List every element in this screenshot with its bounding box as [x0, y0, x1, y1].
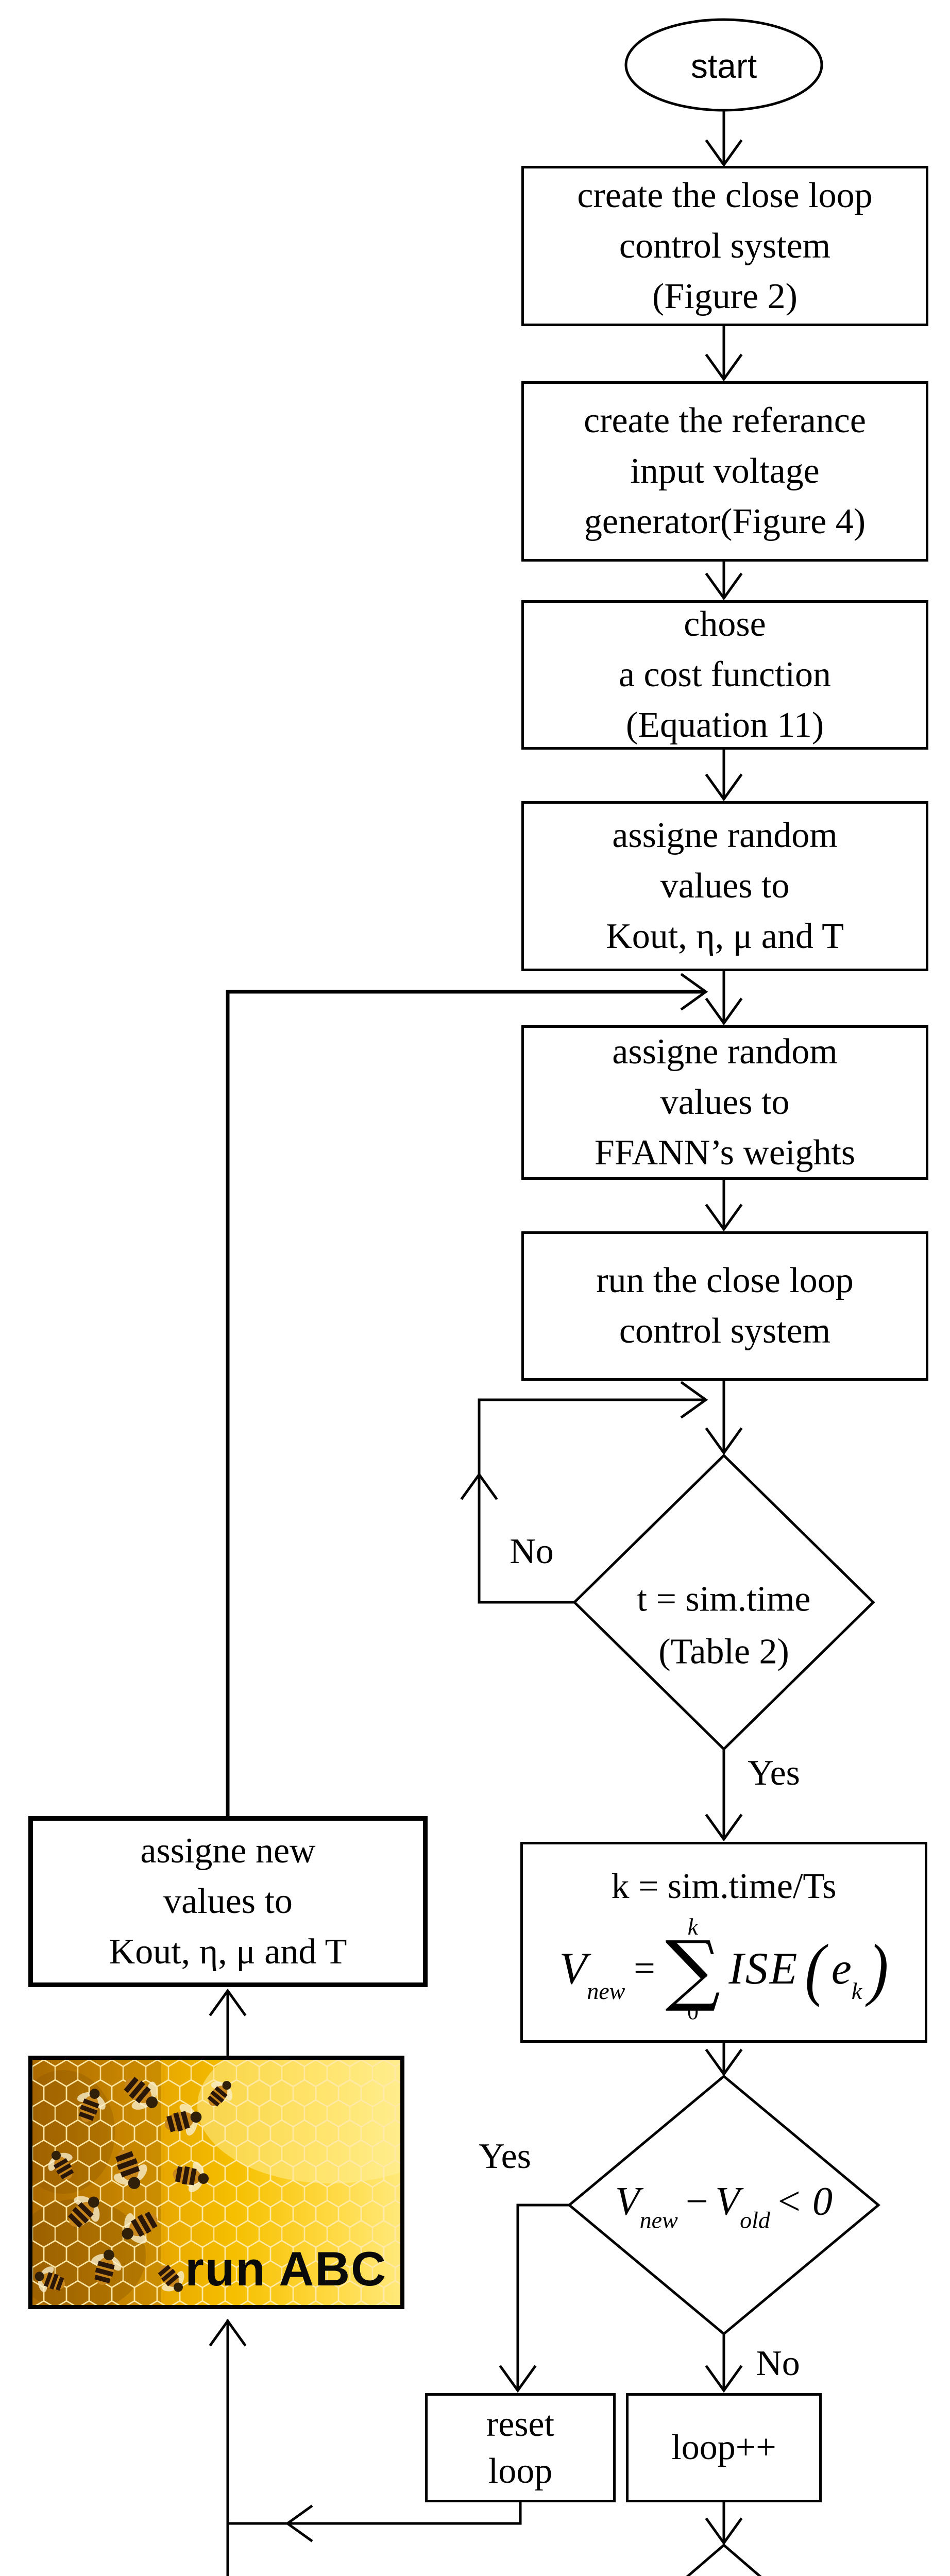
comparison: < 0 [775, 2178, 833, 2224]
no-label-improvement: No [756, 2344, 800, 2383]
process-assign-new-values: assigne new values to Kout, η, μ and T [28, 1816, 428, 1987]
text-line: assigne new [140, 1831, 316, 1871]
yes-label-sim-time: Yes [748, 1753, 800, 1793]
text-line: a cost function [618, 655, 832, 694]
summation-symbol: k ∑ 0 [665, 1915, 720, 2023]
open-paren: ( [805, 1929, 825, 2008]
text-line: values to [660, 1082, 790, 1122]
process-assign-random-kout: assigne random values to Kout, η, μ and … [521, 801, 928, 971]
start-terminator-shape [624, 18, 823, 112]
text-line: input voltage [630, 451, 820, 491]
bee-image: run ABC [28, 2056, 404, 2309]
text-line: Kout, η, μ and T [606, 917, 844, 956]
process-create-close-loop-system: create the close loop control system (Fi… [521, 166, 928, 326]
text-line: (Figure 2) [652, 276, 798, 316]
text-line: assigne random [612, 1032, 838, 1072]
text-line: k = sim.time/Ts [611, 1867, 837, 1906]
process-compute-cost: k = sim.time/Ts Vnew = k ∑ 0 ISE ( ek ) [520, 1842, 927, 2043]
text-line: chose [684, 604, 766, 644]
yes-label-improvement: Yes [479, 2137, 531, 2176]
equation-equals: = [631, 1947, 657, 1990]
decision-improvement-shape [567, 2074, 880, 2336]
text-line: loop++ [671, 2428, 776, 2467]
decision-loop-limit-shape [686, 2543, 762, 2576]
text-line: control system [619, 226, 831, 266]
text-line: FFANN’s weights [594, 1133, 856, 1173]
text-line: generator(Figure 4) [584, 502, 866, 541]
honeycomb-graphic [32, 2060, 400, 2305]
equation-e-subscript: k [851, 1978, 862, 2005]
equation-e: e [831, 1944, 852, 1994]
text-line: run the close loop [596, 1261, 854, 1300]
process-increment-loop: loop++ [626, 2393, 822, 2502]
process-run-close-loop-system: run the close loop control system [521, 1231, 928, 1381]
text-line: create the referance [584, 401, 866, 440]
close-paren: ) [868, 1929, 889, 2008]
equation-V-subscript: new [639, 2207, 678, 2233]
text-line: Kout, η, μ and T [109, 1932, 347, 1972]
equation-V: V [715, 2178, 740, 2224]
process-assign-random-ffann-weights: assigne random values to FFANN’s weights [521, 1025, 928, 1180]
text-line: values to [660, 866, 790, 906]
text-line: loop [488, 2451, 553, 2491]
run-abc-label: run ABC [185, 2242, 387, 2296]
start-label: start [690, 47, 757, 85]
process-create-reference-input: create the referance input voltage gener… [521, 381, 928, 562]
text-line: control system [619, 1311, 831, 1351]
summation-upper-limit: k [687, 1913, 699, 1940]
text-line: reset [486, 2404, 555, 2444]
decision-shapes [567, 18, 880, 2576]
text-line: (Table 2) [658, 1632, 789, 1671]
equation-V: V [559, 1944, 587, 1994]
minus-sign: − [683, 2178, 710, 2224]
process-reset-loop: reset loop [425, 2393, 616, 2502]
no-loop-line [478, 1398, 705, 1604]
sigma-icon: ∑ [665, 1925, 721, 2014]
flow-arrows [209, 109, 743, 2576]
decision-improvement-label: Vnew − Vold < 0 [615, 2172, 833, 2233]
decision-sim-time-label: t = sim.time (Table 2) [637, 1573, 811, 1678]
text-line: (Equation 11) [625, 705, 824, 745]
process-choose-cost-function: chose a cost function (Equation 11) [521, 600, 928, 750]
no-label-sim-time: No [510, 1532, 554, 1571]
text-line: values to [163, 1882, 293, 1921]
text-line: create the close loop [577, 175, 873, 215]
cost-equation: Vnew = k ∑ 0 ISE ( ek ) [559, 1915, 888, 2023]
summation-lower-limit: 0 [687, 1999, 699, 2024]
equation-V-subscript: new [587, 1978, 625, 2005]
text-line: assigne random [612, 816, 838, 855]
feedback-line [226, 990, 706, 1818]
decision-sim-time-shape [572, 1453, 875, 1751]
equation-V-subscript: old [740, 2207, 770, 2233]
text-line: t = sim.time [637, 1579, 811, 1619]
equation-ISE: ISE [728, 1944, 799, 1994]
equation-V: V [615, 2178, 640, 2224]
